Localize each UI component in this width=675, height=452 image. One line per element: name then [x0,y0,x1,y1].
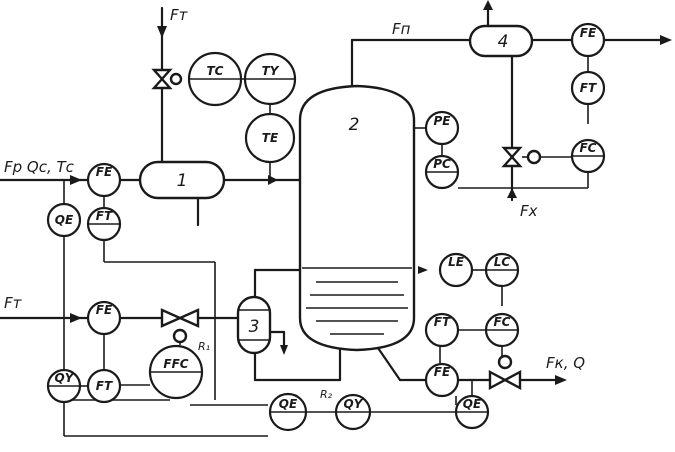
heater-1: 1 [138,160,226,200]
label-coolant: Fx [520,202,538,220]
condenser-4: 4 [468,24,534,58]
svg-text:PC: PC [433,157,451,171]
svg-text:QE: QE [463,397,482,411]
svg-text:FT: FT [580,81,597,95]
instrument-pe: PE [424,110,460,146]
instrument-fe-bottom: FE [424,362,460,398]
instrument-qe-feed: QE [46,202,82,238]
instrument-lc: LC [484,252,520,288]
svg-text:FE: FE [434,365,451,379]
label-r1: R₁ [198,340,210,353]
svg-text:TC: TC [207,64,224,78]
instrument-qe-bottom: QE [454,394,490,430]
control-valve-heater [151,68,183,90]
instrument-pc: PC [424,154,460,190]
arrow-condenser-out [660,35,672,45]
svg-text:FT: FT [96,379,113,393]
arrow-product-out [555,375,567,385]
instrument-fe-feed: FE [86,162,122,198]
label-r2: R₂ [320,388,333,401]
arrow-signal-le [418,266,428,274]
svg-text:TE: TE [262,131,279,145]
svg-text:FT: FT [96,209,113,223]
arrow-top-feed [157,26,167,38]
svg-text:FC: FC [579,141,596,155]
instrument-tc: TC [187,51,243,107]
instrument-fe-heat: FE [86,300,122,336]
instrument-fe-condenser: FE [570,22,606,58]
instrument-ty: TY [243,52,297,106]
label-vapor-line: Fп [392,20,411,38]
control-valve-feed [160,308,200,344]
instrument-qy-mid: QY [334,393,372,431]
svg-text:LC: LC [494,255,511,269]
heater-number: 1 [177,171,188,191]
label-bottom-product: Fк, Q [546,354,585,372]
instrument-te: TE [244,112,296,164]
arrow-vent-up [483,0,493,10]
svg-text:FE: FE [96,303,113,317]
svg-text:QE: QE [279,397,298,411]
svg-text:QE: QE [55,213,74,227]
svg-text:FT: FT [434,315,451,329]
svg-text:FC: FC [493,315,510,329]
instrument-fc-condenser: FC [570,138,606,174]
arrow-left-feed-2 [70,313,82,323]
column-2: 2 [298,84,416,352]
instrument-ft-bottom: FT [424,312,460,348]
reboiler-number: 3 [249,317,260,337]
instrument-ft-heat: FT [86,368,122,404]
arrow-left-feed [70,175,82,185]
svg-text:TY: TY [262,64,280,78]
column-number: 2 [349,115,360,135]
instrument-ft-condenser: FT [570,70,606,106]
control-valve-condenser [501,146,542,168]
reboiler-3: 3 [236,295,272,355]
instrument-ft-feed: FT [86,206,122,242]
svg-text:QY: QY [55,371,75,385]
svg-text:FE: FE [580,26,597,40]
condenser-number: 4 [498,32,509,52]
instrument-le: LE [438,252,474,288]
svg-text:FE: FE [96,165,113,179]
label-feed-left-top: Fp Qс, Tс [4,158,75,176]
control-valve-product [488,354,522,390]
svg-text:LE: LE [448,255,465,269]
instrument-fc-bottom: FC [484,312,520,348]
instrument-qe-mid: QE [268,392,308,432]
instrument-ffc: FFC [148,344,204,400]
svg-text:QY: QY [344,397,364,411]
instrument-qy-left: QY [46,368,82,404]
svg-text:FFC: FFC [163,357,188,371]
arrow-coolant [507,188,517,198]
arrow-reboiler-out [280,345,288,355]
label-feed-left-mid: Fт [4,294,23,312]
label-feed-top: Fт [170,6,189,24]
svg-text:PE: PE [434,114,452,128]
